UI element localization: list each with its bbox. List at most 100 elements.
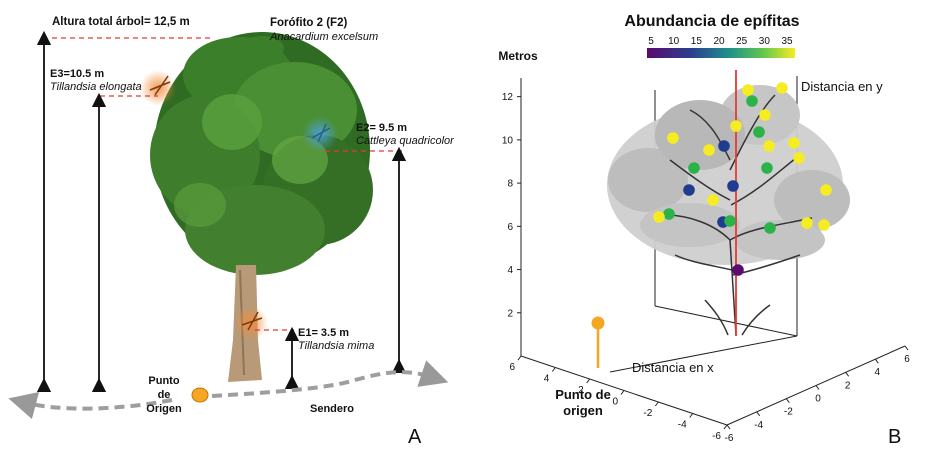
epiphyte-point-green	[688, 162, 700, 174]
tree-canopy	[150, 32, 373, 275]
epiphyte-point-yellow	[776, 82, 788, 94]
origin-label-1: Punto	[148, 375, 179, 387]
left-tick-label: -6	[712, 431, 721, 442]
epiphyte-e1-marker	[234, 306, 268, 340]
epiphyte-point-yellow	[653, 211, 665, 223]
e3-species: Tillandsia elongata	[50, 81, 142, 93]
e3-label: E3=10.5 m	[50, 68, 104, 80]
epiphyte-point-green	[724, 215, 736, 227]
z-tick-label: 8	[507, 179, 513, 190]
epiphyte-point-yellow	[818, 219, 830, 231]
panel-a: Altura total árbol= 12,5 m Forófito 2 (F…	[8, 16, 455, 448]
colorbar-tick-label: 10	[668, 36, 680, 47]
right-tick-mark	[756, 411, 761, 417]
epiphyte-point-yellow	[759, 109, 771, 121]
right-tick-label: 4	[875, 367, 881, 378]
left-tick-mark	[551, 367, 556, 372]
phorophyte-species: Anacardium excelsum	[269, 31, 378, 43]
right-tick-label: 2	[845, 380, 851, 391]
left-tick-mark	[586, 378, 591, 384]
e1-label: E1= 3.5 m	[298, 327, 349, 339]
e2-species: Cattleya quadricolor	[356, 135, 455, 147]
epiphyte-point-green	[764, 222, 776, 234]
x-axis-label: Distancia en x	[632, 360, 714, 375]
colorbar-tick-label: 20	[713, 36, 725, 47]
right-tick-label: -2	[784, 407, 793, 418]
z-tick-label: 12	[502, 92, 514, 103]
phorophyte-title: Forófito 2 (F2)	[270, 17, 347, 29]
z-tick-label: 6	[507, 222, 513, 233]
epiphyte-point-blue	[683, 184, 695, 196]
origin-label-b-2: origen	[563, 403, 603, 418]
panel-b-letter: B	[888, 426, 901, 448]
epiphyte-point-purple	[732, 264, 744, 276]
panel-a-letter: A	[408, 426, 422, 448]
left-tick-label: -4	[678, 420, 687, 431]
left-tick-mark	[654, 401, 659, 407]
epiphyte-points	[653, 82, 832, 276]
trail-label: Sendero	[310, 403, 354, 415]
left-tick-mark	[723, 424, 728, 430]
epiphyte-point-blue	[718, 140, 730, 152]
epiphyte-point-yellow	[788, 137, 800, 149]
left-tick-mark	[689, 413, 694, 418]
right-tick-mark	[785, 398, 790, 403]
right-tick-label: -4	[754, 420, 763, 431]
epiphyte-point-yellow	[703, 144, 715, 156]
right-tick-mark	[845, 372, 850, 377]
origin-label-2: de	[158, 389, 171, 401]
origin-point	[191, 387, 209, 403]
epiphyte-point-yellow	[763, 140, 775, 152]
colorbar-tick-label: 5	[648, 36, 654, 47]
e2-label: E2= 9.5 m	[356, 122, 407, 134]
epiphyte-point-green	[663, 208, 675, 220]
origin-label-3: Origen	[146, 403, 182, 415]
right-tick-mark	[815, 385, 820, 390]
tree-silhouette	[607, 85, 850, 336]
trail-path	[8, 392, 173, 420]
z-tick-label: 4	[507, 265, 513, 276]
colorbar-title: Abundancia de epífitas	[624, 13, 799, 30]
colorbar-ticks: 5 10 15 20 25 30 35	[648, 36, 793, 47]
left-tick-mark	[620, 390, 625, 395]
total-height-label: Altura total árbol= 12,5 m	[52, 16, 190, 28]
origin-marker	[591, 316, 605, 330]
z-axis-ticks: 2 4 6 8 10 12	[502, 92, 521, 319]
colorbar	[647, 48, 795, 58]
epiphyte-e3-marker	[140, 70, 176, 106]
epiphyte-point-green	[753, 126, 765, 138]
left-tick-label: 6	[509, 362, 515, 373]
epiphyte-point-yellow	[820, 184, 832, 196]
epiphyte-point-yellow	[667, 132, 679, 144]
right-tick-mark	[874, 358, 879, 364]
left-tick-label: 0	[612, 397, 618, 408]
epiphyte-point-blue	[727, 180, 739, 192]
colorbar-tick-label: 25	[736, 36, 748, 47]
colorbar-tick-label: 30	[759, 36, 771, 47]
epiphyte-point-yellow	[801, 217, 813, 229]
right-tick-mark	[904, 345, 909, 351]
z-tick-label: 2	[507, 308, 513, 319]
colorbar-tick-label: 35	[781, 36, 793, 47]
left-tick-label: 4	[544, 374, 550, 385]
right-tick-mark	[726, 424, 731, 430]
right-tick-label: 6	[904, 354, 910, 365]
y-axis-label: Distancia en y	[801, 79, 883, 94]
colorbar-tick-label: 15	[691, 36, 703, 47]
epiphyte-point-green	[746, 95, 758, 107]
z-axis-title: Metros	[498, 49, 538, 63]
left-tick-label: 2	[578, 385, 584, 396]
epiphyte-point-yellow	[793, 152, 805, 164]
e1-species: Tillandsia mima	[298, 340, 374, 352]
epiphyte-point-yellow	[742, 84, 754, 96]
z-tick-label: 10	[502, 135, 514, 146]
epiphyte-point-green	[761, 162, 773, 174]
left-base-ticks: 6 4 2 0 -2 -4 -6	[509, 355, 728, 442]
epiphyte-point-yellow	[707, 194, 719, 206]
left-tick-label: -2	[643, 408, 652, 419]
left-tick-mark	[517, 355, 522, 361]
right-tick-label: -6	[725, 433, 734, 444]
